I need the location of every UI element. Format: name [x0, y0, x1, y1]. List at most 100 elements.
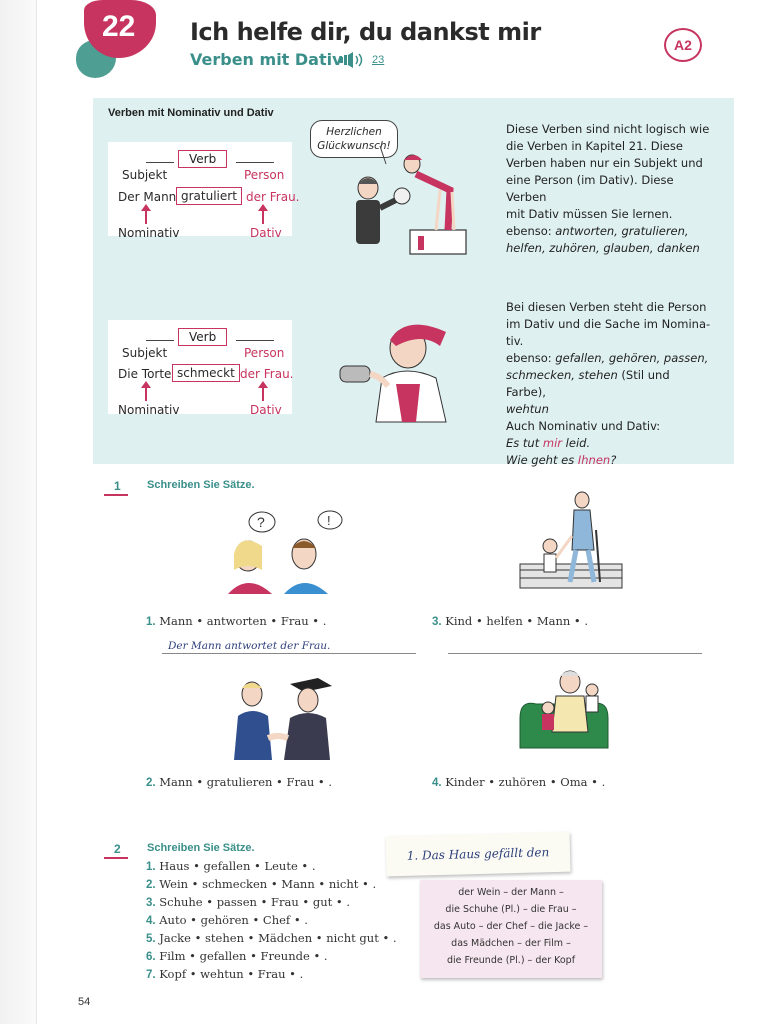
- explanation-line: die Verben in Kapitel 21. Diese: [506, 139, 683, 153]
- example-dativ: Ihnen: [577, 453, 611, 467]
- explanation-ebenso-line: ebenso: antworten, gratulieren,: [506, 223, 712, 240]
- item-number: 4.: [146, 915, 156, 927]
- item-number: 3.: [432, 616, 442, 628]
- diagram-subject: Die Torte: [118, 367, 172, 381]
- diagram-object: der Frau.: [240, 367, 294, 381]
- exercise-2-item: 1. Haus • gefallen • Leute • .: [146, 858, 397, 876]
- diagram-subject: Der Mann: [118, 190, 177, 204]
- item-number: 2.: [146, 879, 156, 891]
- diagram-verb: gratuliert: [176, 187, 242, 205]
- hint-line: die Schuhe (Pl.) – die Frau –: [445, 904, 577, 915]
- item-text: Jacke • stehen • Mädchen • nicht gut • .: [159, 931, 397, 945]
- answer-line-3[interactable]: [448, 653, 702, 654]
- chapter-number: 22: [102, 10, 136, 43]
- ebenso-note: (Stil und Farbe),: [506, 368, 670, 399]
- exercise-1-item: 4. Kinder • zuhören • Oma • .: [432, 775, 605, 789]
- exercise-2-title: Schreiben Sie Sätze.: [147, 842, 255, 854]
- chapter-blob-red: [84, 0, 156, 58]
- explanation-line: Auch Nominativ und Dativ:: [506, 419, 661, 433]
- illustration-graduation: [234, 678, 332, 760]
- diagram-nominativ-label: Nominativ: [118, 403, 180, 417]
- item-number: 2.: [146, 777, 156, 789]
- page-number: 54: [78, 996, 91, 1008]
- diagram-verb-label: Verb: [178, 150, 228, 168]
- hint-line: das Mädchen – der Film –: [451, 938, 571, 949]
- explanation-ebenso-line: schmecken, stehen (Stil und Farbe),: [506, 367, 712, 401]
- exercise-1-item: 1. Mann • antworten • Frau • .: [146, 614, 326, 628]
- example-answer-note: 1. Das Haus gefällt den Leuten.: [385, 831, 571, 902]
- chapter-subtitle: Verben mit Dativ: [190, 50, 343, 69]
- hint-line: der Wein – der Mann –: [458, 887, 564, 898]
- exercise-2-underline: [104, 857, 128, 859]
- grammar-box-title: Verben mit Nominativ und Dativ: [108, 107, 274, 119]
- answer-line-1[interactable]: [162, 653, 416, 654]
- exercise-1-number: 1: [114, 479, 121, 493]
- audio-track-number: 23: [372, 54, 385, 66]
- illustration-cake: [339, 324, 447, 423]
- arrow-up-icon: [258, 204, 268, 224]
- item-text: Auto • gehören • Chef • .: [159, 913, 308, 927]
- example-part: Es tut: [506, 436, 543, 450]
- speech-bubble-line: Glückwunsch!: [317, 140, 391, 152]
- arrow-up-icon: [141, 204, 151, 224]
- svg-text:!: !: [327, 513, 331, 528]
- item-text: Haus • gefallen • Leute • .: [159, 859, 316, 873]
- hint-line: das Auto – der Chef – die Jacke –: [433, 921, 589, 932]
- ebenso-words: antworten, gratulieren,: [555, 224, 689, 238]
- diagram-line: [236, 162, 274, 163]
- exercise-1-title: Schreiben Sie Sätze.: [147, 479, 255, 491]
- diagram-dativ-label: Dativ: [250, 226, 282, 240]
- diagram-dativ-label: Dativ: [250, 403, 282, 417]
- exercise-2-number: 2: [114, 842, 121, 856]
- exercise-2-list: 1. Haus • gefallen • Leute • . 2. Wein •…: [146, 858, 397, 984]
- ebenso-words: wehtun: [506, 402, 549, 416]
- exercise-2-item: 5. Jacke • stehen • Mädchen • nicht gut …: [146, 930, 397, 948]
- exercise-1-item: 3. Kind • helfen • Mann • .: [432, 614, 588, 628]
- level-badge: A2: [664, 28, 702, 62]
- arrow-up-icon: [258, 381, 268, 401]
- diagram-object: der Frau.: [246, 190, 300, 204]
- item-number: 5.: [146, 933, 156, 945]
- speech-bubble: Herzlichen Glückwunsch!: [310, 120, 398, 158]
- explanation-line: eine Person (im Dativ). Diese Verben: [506, 173, 674, 204]
- explanation-line: mit Dativ müssen Sie lernen.: [506, 207, 673, 221]
- explanation-line: im Dativ und die Sache im Nomina-: [506, 317, 711, 331]
- item-number: 3.: [146, 897, 156, 909]
- diagram-subject-label: Subjekt: [122, 346, 168, 360]
- ebenso-words: schmecken, stehen: [506, 368, 618, 382]
- diagram-line: [236, 340, 274, 341]
- exercise-2-item: 6. Film • gefallen • Freunde • .: [146, 948, 397, 966]
- diagram-verb: schmeckt: [172, 364, 240, 382]
- illustration-congratulation: [356, 145, 467, 255]
- item-text: Mann • gratulieren • Frau • .: [159, 775, 332, 789]
- ebenso-prefix: ebenso:: [506, 351, 552, 365]
- illustration-child-helping: [519, 491, 623, 589]
- audio-speaker-icon[interactable]: [340, 52, 366, 68]
- exercise-1-underline: [104, 494, 128, 496]
- diagram-person-label: Person: [244, 168, 285, 182]
- hint-note: der Wein – der Mann – die Schuhe (Pl.) –…: [420, 880, 602, 978]
- example-part: Wie geht es: [506, 453, 578, 467]
- illustration-grandmother-sofa: [519, 670, 609, 749]
- exercise-2-item: 7. Kopf • wehtun • Frau • .: [146, 966, 397, 984]
- item-number: 7.: [146, 969, 156, 981]
- diagram-line: [146, 162, 174, 163]
- grammar-diagram-2: Verb Subjekt Person Die Torte schmeckt d…: [108, 320, 294, 414]
- example-part: leid.: [562, 436, 591, 450]
- diagram-line: [146, 340, 174, 341]
- item-text: Film • gefallen • Freunde • .: [159, 949, 328, 963]
- item-text: Kind • helfen • Mann • .: [445, 614, 589, 628]
- item-text: Kopf • wehtun • Frau • .: [159, 967, 304, 981]
- item-number: 1.: [146, 861, 156, 873]
- example-part: ?: [610, 453, 617, 467]
- explanation-line: tiv.: [506, 334, 524, 348]
- diagram-verb-label: Verb: [178, 328, 228, 346]
- arrow-up-icon: [141, 381, 151, 401]
- ebenso-words: gefallen, gehören, passen,: [555, 351, 709, 365]
- grammar-explanation-2: Bei diesen Verben steht die Person im Da…: [506, 299, 712, 469]
- explanation-line: Bei diesen Verben steht die Person: [506, 300, 707, 314]
- illustration-question-couple: ? !: [228, 510, 343, 594]
- ebenso-prefix: ebenso:: [506, 224, 552, 238]
- speech-bubble-line: Herzlichen: [326, 126, 382, 138]
- grammar-diagram-1: Verb Subjekt Person Der Mann gratuliert …: [108, 142, 299, 236]
